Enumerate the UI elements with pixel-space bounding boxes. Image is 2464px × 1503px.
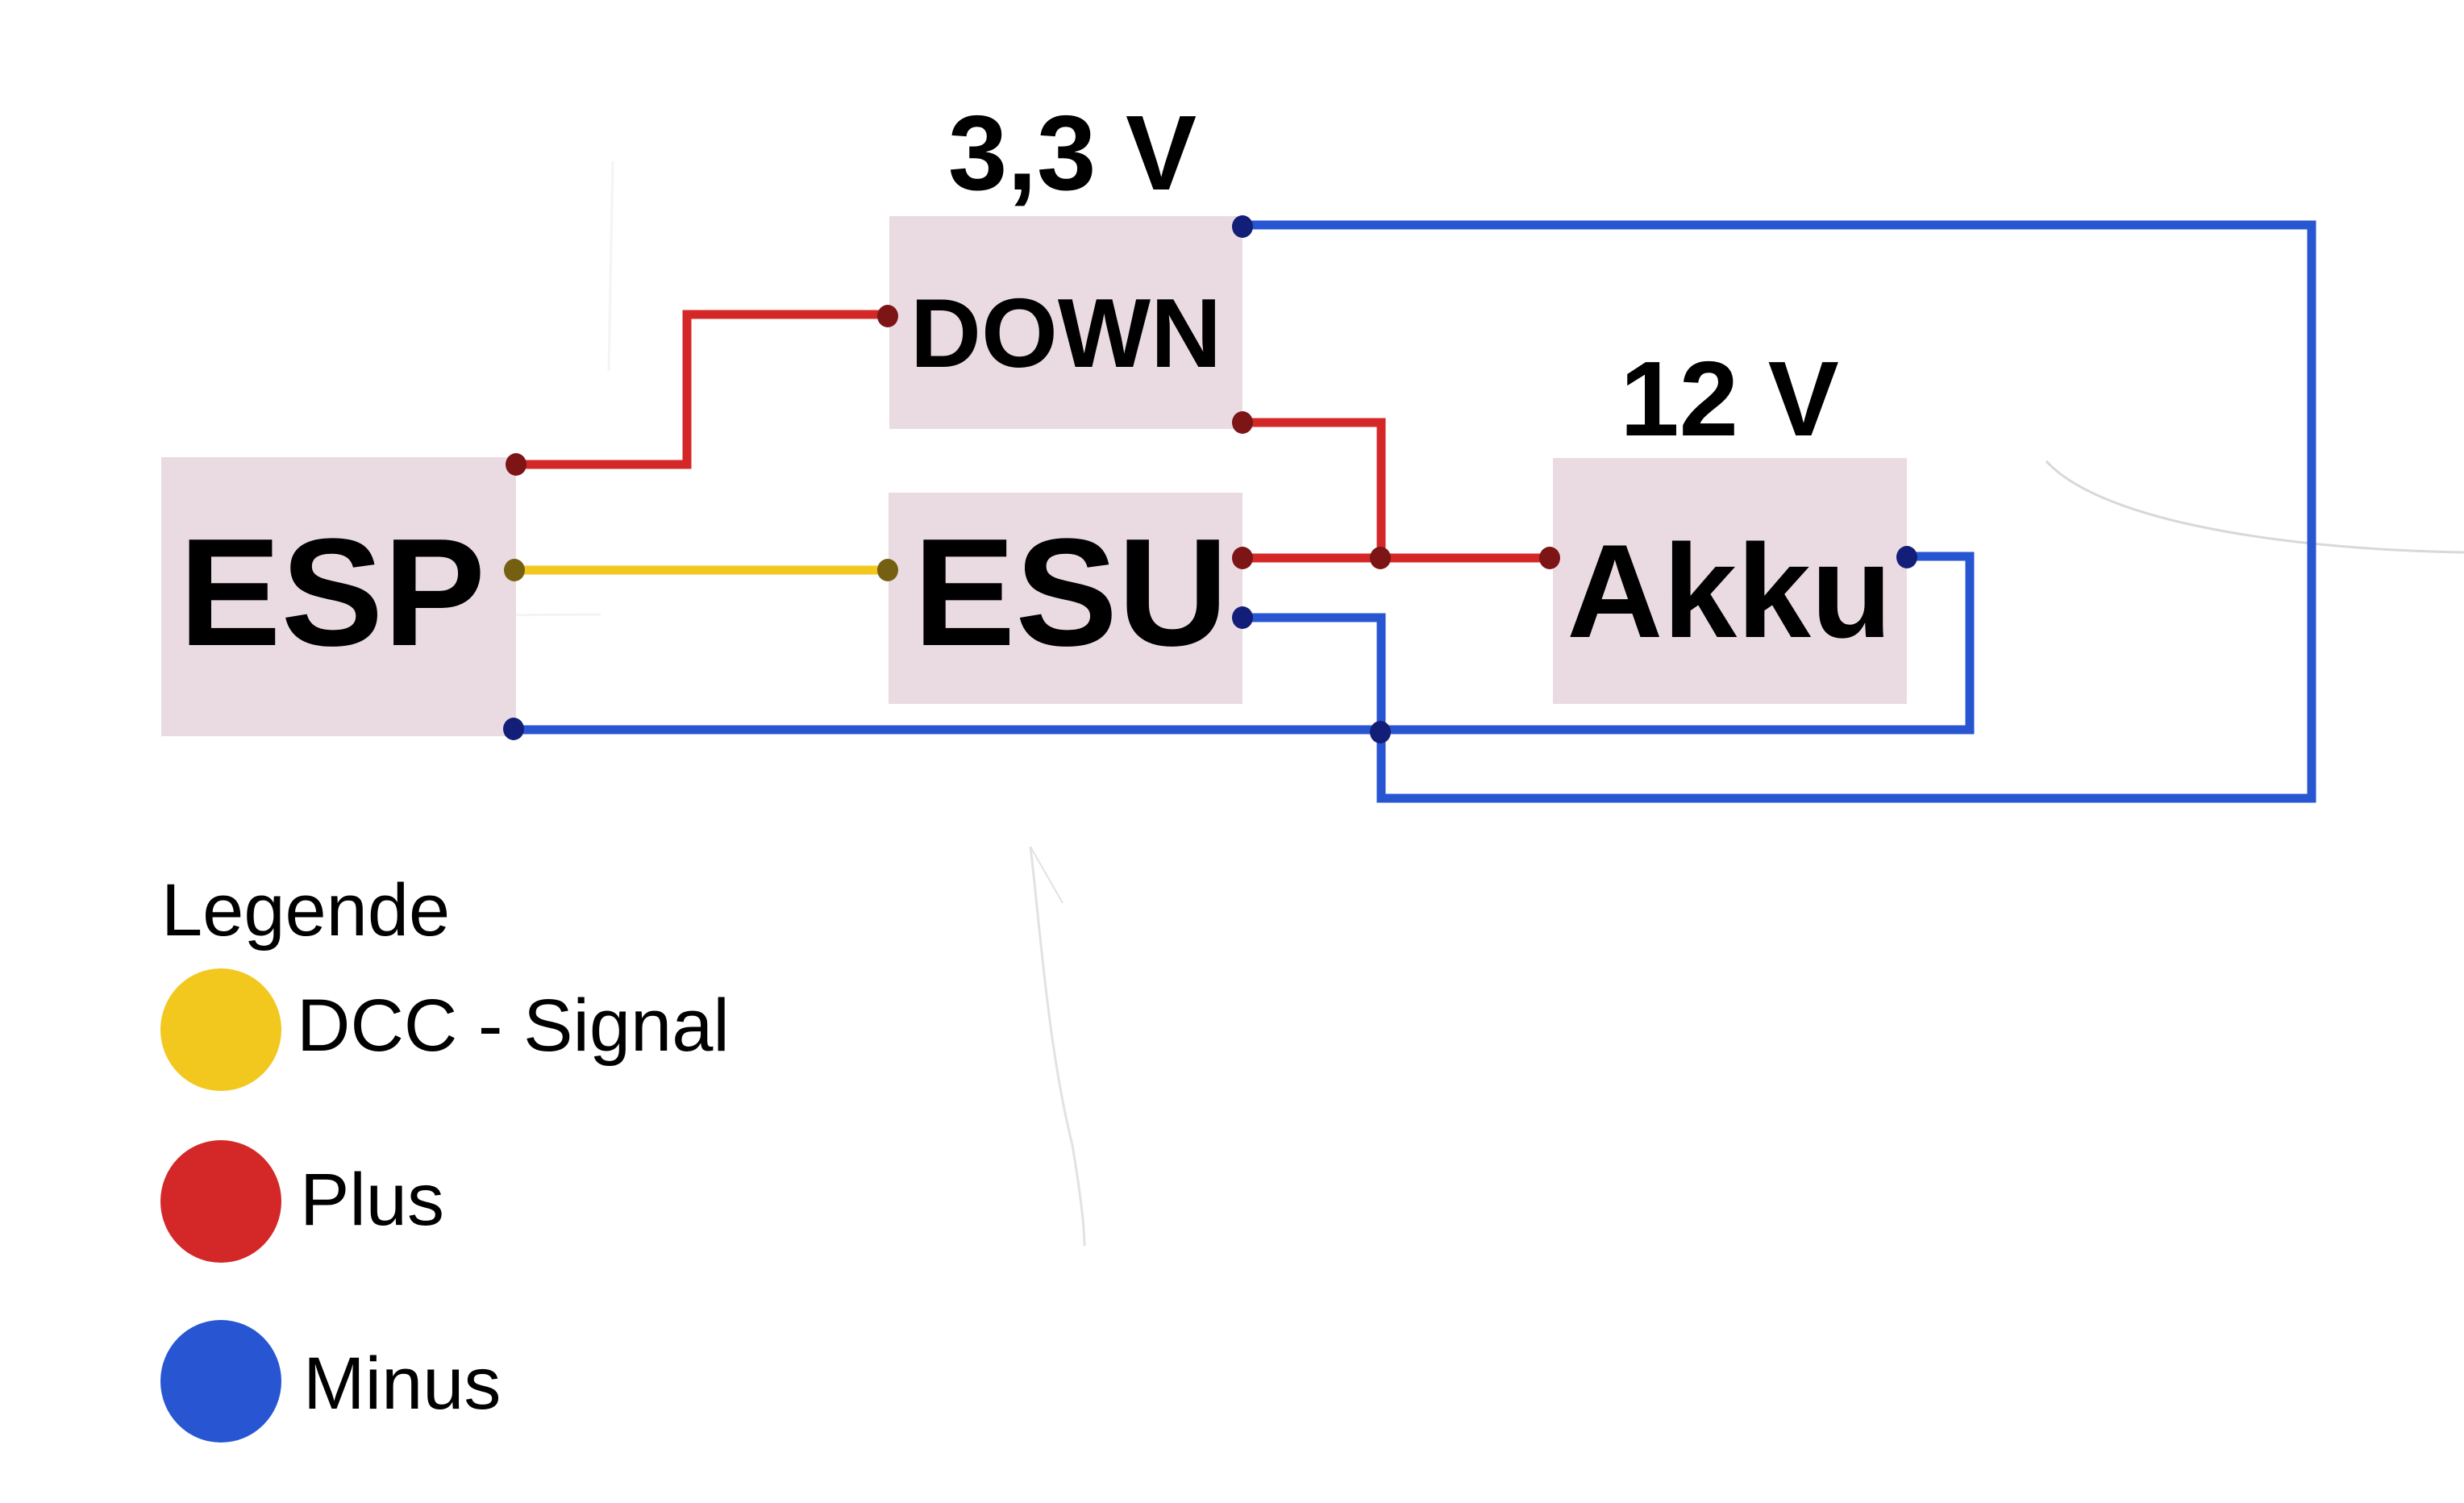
component-esu: ESU [889,493,1242,704]
legend: Legende DCC - Signal Plus Minus [160,869,730,1443]
legend-item-plus: Plus [160,1140,444,1263]
legend-label-minus: Minus [303,1343,501,1425]
legend-label-signal: DCC - Signal [297,985,730,1067]
dot-minus-junction [1370,721,1391,743]
connection-dots [503,215,1917,743]
wire-minus-esu-down-loop [1242,220,2316,803]
esp-label: ESP [179,507,485,678]
akku-label: Akku [1567,517,1892,665]
legend-label-plus: Plus [300,1159,444,1241]
wires [514,220,2316,803]
minus-color-swatch [160,1320,281,1443]
legend-item-minus: Minus [160,1320,501,1443]
akku-box [1553,458,1907,704]
esp-box [161,457,516,736]
dot-down-minus [1232,215,1253,238]
legend-title: Legende [161,869,450,951]
dot-akku-plus [1539,547,1560,569]
dot-esp-signal [504,559,525,581]
esu-label: ESU [914,507,1229,678]
dot-esu-minus [1232,606,1253,629]
component-esp: ESP [161,457,516,736]
wire-plus-down-junction [1242,418,1386,558]
wire-minus-esp-akku [514,552,1975,735]
dot-plus-junction [1370,547,1391,569]
dot-esu-signal [877,559,898,581]
dot-esp-plus [506,453,527,476]
faint-stroke [1030,846,1063,904]
dot-down-in [877,305,898,327]
down-voltage-label: 3,3 V [948,94,1197,212]
component-down: DOWN [889,216,1242,429]
down-box [889,216,1242,429]
plus-color-swatch [160,1140,281,1263]
component-akku: Akku [1553,458,1907,704]
dot-akku-minus [1896,546,1917,568]
faint-stroke [1029,846,1086,1247]
signal-color-swatch [160,968,281,1091]
dot-esu-plus [1232,547,1253,569]
akku-voltage-label: 12 V [1620,339,1839,458]
legend-item-signal: DCC - Signal [160,968,730,1091]
faint-stroke [2045,460,2464,554]
esu-box [889,493,1242,704]
down-label: DOWN [910,278,1222,388]
dot-down-plus [1232,411,1253,434]
wire-plus-esp-down [516,310,888,469]
dot-esp-minus [503,718,524,740]
